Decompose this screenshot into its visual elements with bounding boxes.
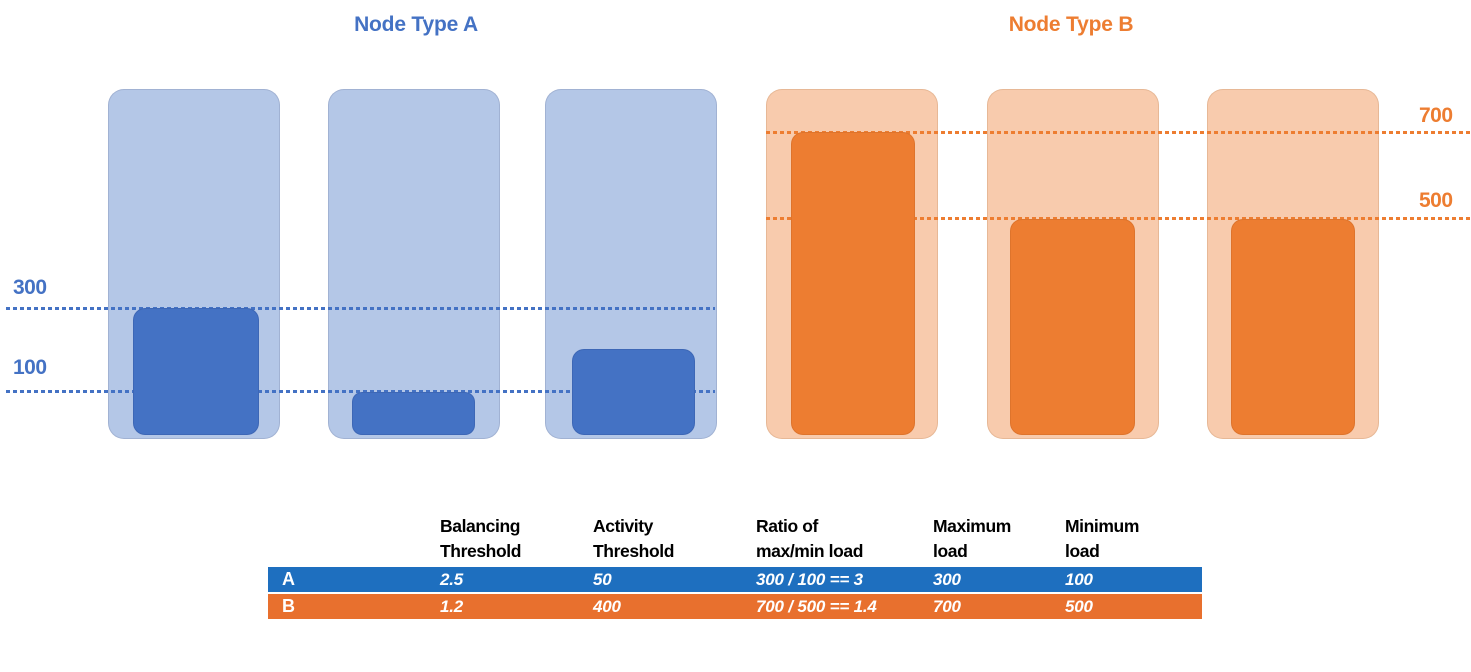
node-b-load-1 [791, 132, 915, 435]
header-cell-balancing-threshold: Balancing Threshold [440, 516, 521, 561]
node-a-load-1 [133, 308, 259, 435]
node-b-load-2 [1010, 219, 1135, 435]
row-a-ratio: 300 / 100 == 3 [756, 570, 863, 589]
row-a-balancing-threshold: 2.5 [440, 570, 464, 589]
row-b-label: B [282, 596, 295, 616]
threshold-label-300: 300 [13, 276, 47, 299]
threshold-line-100 [6, 390, 715, 393]
header-cell-minimum-load: Minimum load [1065, 516, 1140, 561]
threshold-line-700 [766, 131, 1471, 134]
row-a-activity-threshold: 50 [593, 570, 612, 589]
row-b-activity-threshold: 400 [593, 597, 621, 616]
header-cell-ratio: Ratio of max/min load [756, 516, 864, 561]
threshold-line-300 [6, 307, 715, 310]
threshold-label-100: 100 [13, 356, 47, 379]
comparison-table: Balancing Threshold Activity Threshold R… [268, 514, 1202, 619]
node-a-capacity-2 [328, 89, 500, 439]
table-header-row: Balancing Threshold Activity Threshold R… [268, 514, 1202, 564]
row-b-maximum-load: 700 [933, 597, 961, 616]
node-a-load-2 [352, 392, 475, 435]
header-cell-maximum-load: Maximum load [933, 516, 1011, 561]
table-row-a: A 2.5 50 300 / 100 == 3 300 100 [268, 567, 1202, 592]
threshold-line-500 [766, 217, 1471, 220]
table-row-b: B 1.2 400 700 / 500 == 1.4 700 500 [268, 594, 1202, 619]
row-b-ratio: 700 / 500 == 1.4 [756, 597, 877, 616]
threshold-label-500: 500 [1419, 189, 1453, 212]
row-a-maximum-load: 300 [933, 570, 961, 589]
row-b-balancing-threshold: 1.2 [440, 597, 464, 616]
threshold-label-700: 700 [1419, 104, 1453, 127]
row-a-minimum-load: 100 [1065, 570, 1093, 589]
row-a-label: A [282, 569, 295, 589]
node-b-load-3 [1231, 219, 1355, 435]
node-type-a-title: Node Type A [354, 13, 478, 36]
node-a-load-3 [572, 349, 695, 435]
row-b-minimum-load: 500 [1065, 597, 1093, 616]
node-type-b-title: Node Type B [1008, 13, 1134, 36]
header-cell-activity-threshold: Activity Threshold [593, 516, 674, 561]
